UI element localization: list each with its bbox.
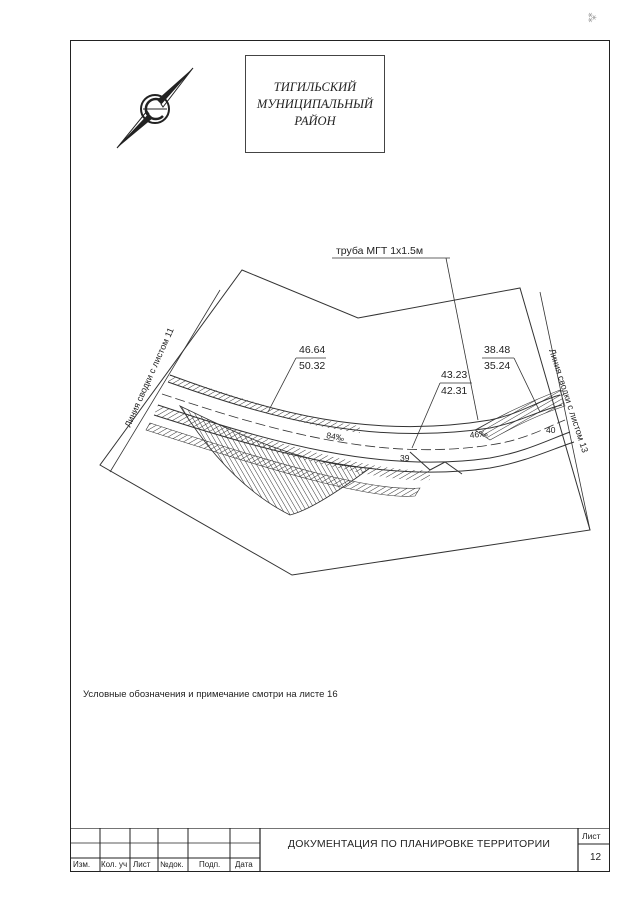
- road-plan-drawing: труба МГТ 1х1.5м 46.64 50.32 43.23 42.31…: [99, 245, 591, 576]
- station-3-bottom: 35.24: [484, 360, 510, 372]
- scan-corner-mark: ⁂: [585, 12, 597, 23]
- pipe-label: труба МГТ 1х1.5м: [336, 245, 423, 257]
- district-line-1: ТИГИЛЬСКИЙ: [273, 79, 357, 94]
- station-2-bottom: 42.31: [441, 385, 467, 397]
- district-line-3: РАЙОН: [294, 113, 336, 128]
- shoulder-hatch-lower: [154, 405, 430, 481]
- picket-40: 40: [546, 425, 556, 435]
- match-line-left: [109, 289, 221, 473]
- culvert-notch: [409, 451, 463, 475]
- picket-39: 39: [400, 453, 410, 463]
- legend-note: Условные обозначения и примечание смотри…: [83, 689, 338, 700]
- shoulder-hatch-upper: [168, 375, 360, 433]
- shoulder-hatch-right: [474, 389, 566, 441]
- slope-mark-1: 84‰: [326, 430, 346, 443]
- title-block-grid: [70, 828, 610, 872]
- sheet-label: Лист: [582, 831, 601, 841]
- col-list: Лист: [133, 860, 151, 869]
- col-izm: Изм.: [73, 860, 91, 869]
- pipe-leader-arrow: [445, 257, 479, 421]
- document-title: ДОКУМЕНТАЦИЯ ПО ПЛАНИРОВКЕ ТЕРРИТОРИИ: [287, 838, 551, 850]
- station-3-top: 38.48: [484, 344, 510, 356]
- slope-mark-2: 46‰: [469, 428, 488, 440]
- sheet-number: 12: [590, 852, 602, 863]
- match-line-right: [539, 291, 591, 531]
- district-title-box: ТИГИЛЬСКИЙ МУНИЦИПАЛЬНЫЙ РАЙОН: [245, 55, 385, 153]
- station-leader-1-drop: [267, 357, 297, 413]
- drawing-frame: [70, 40, 610, 872]
- col-kol-uch: Кол. уч: [101, 860, 128, 869]
- shoulder-hatch-lower-2: [145, 422, 421, 497]
- district-line-2: МУНИЦИПАЛЬНЫЙ: [256, 96, 374, 111]
- col-podp: Подп.: [199, 860, 221, 869]
- north-arrow-icon: [116, 67, 194, 149]
- road-edge-bottom: [157, 404, 571, 463]
- station-2-top: 43.23: [441, 369, 467, 381]
- col-data: Дата: [235, 860, 253, 869]
- station-leader-3-drop: [513, 357, 541, 413]
- road-centerline: [161, 393, 566, 451]
- title-block: Изм. Кол. уч Лист №док. Подп. Дата ДОКУМ…: [70, 828, 610, 872]
- col-ndok: №док.: [160, 860, 184, 869]
- station-1-top: 46.64: [299, 344, 325, 356]
- station-1-bottom: 50.32: [299, 360, 325, 372]
- station-leader-2-drop: [411, 382, 441, 449]
